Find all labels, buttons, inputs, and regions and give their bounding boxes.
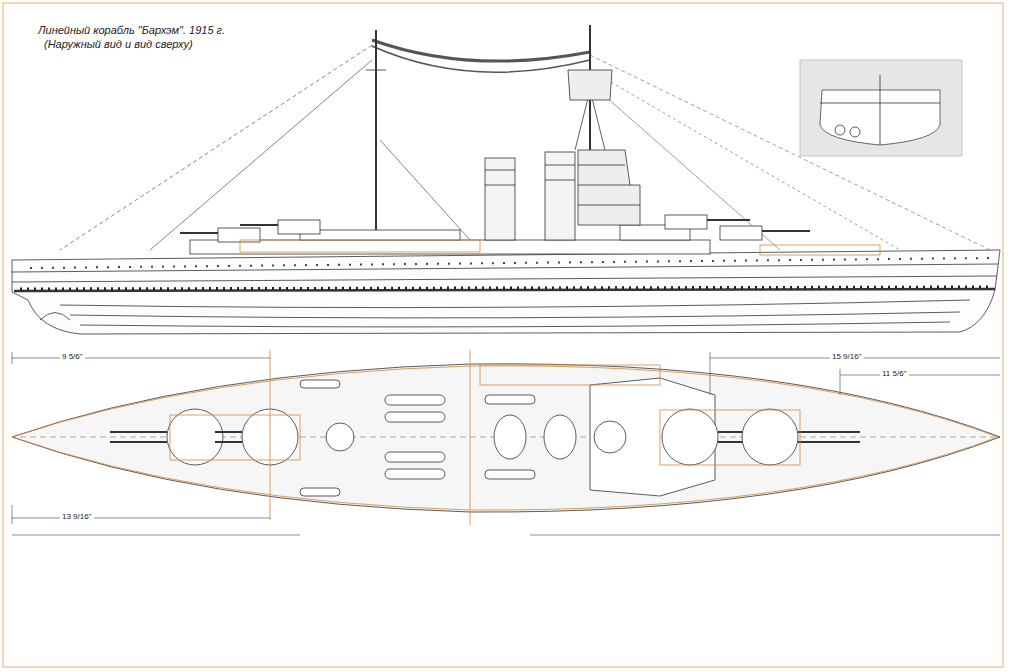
- subtitle-note: (Наружный вид и вид сверху): [44, 38, 193, 51]
- dimension-label: 9 5/6": [60, 352, 85, 362]
- dimension-label: 13 9/16": [60, 512, 94, 522]
- drawing-title: Линейный корабль "Бархэм". 1915 г.: [38, 24, 225, 37]
- dimension-label: 15 9/16": [830, 352, 864, 362]
- dimension-label: 11 5/6": [880, 369, 909, 379]
